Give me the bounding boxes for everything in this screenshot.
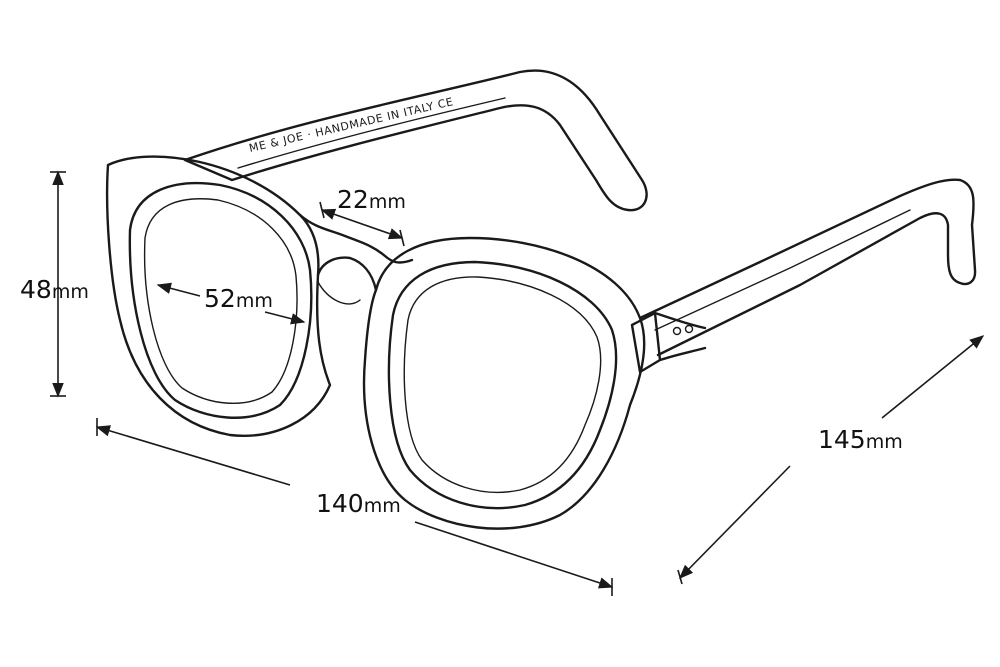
right-rim	[362, 236, 646, 530]
left-rim	[105, 155, 332, 437]
hinge-block	[630, 311, 707, 374]
dim-temple-length-unit: mm	[866, 431, 903, 453]
left-lens	[143, 198, 298, 405]
hinge-rivets-icon	[672, 324, 694, 336]
dim-frame-width: 140mm	[95, 418, 614, 596]
dim-lens-width: 52mm	[156, 282, 306, 325]
dim-bridge-label: 22mm	[337, 185, 406, 214]
dim-temple-length-value: 145	[818, 425, 866, 454]
dim-temple-length-label: 145mm	[818, 425, 903, 454]
dim-lens-width-label: 52mm	[204, 284, 273, 313]
dim-bridge: 22mm	[319, 185, 406, 247]
dim-lens-height: 48mm	[20, 170, 89, 398]
dim-lens-width-value: 52	[204, 284, 236, 313]
dim-lens-width-unit: mm	[236, 290, 273, 312]
dim-lens-height-value: 48	[20, 275, 52, 304]
dim-bridge-value: 22	[337, 185, 369, 214]
dim-lens-height-label: 48mm	[20, 275, 89, 304]
dim-lens-height-unit: mm	[52, 281, 89, 303]
dim-frame-width-label: 140mm	[316, 489, 401, 518]
right-lens	[403, 276, 602, 494]
front-temple	[638, 178, 977, 357]
dim-bridge-unit: mm	[369, 191, 406, 213]
dim-frame-width-value: 140	[316, 489, 364, 518]
dim-temple-length: 145mm	[677, 335, 985, 585]
back-temple	[183, 69, 648, 212]
dim-frame-width-unit: mm	[364, 495, 401, 517]
